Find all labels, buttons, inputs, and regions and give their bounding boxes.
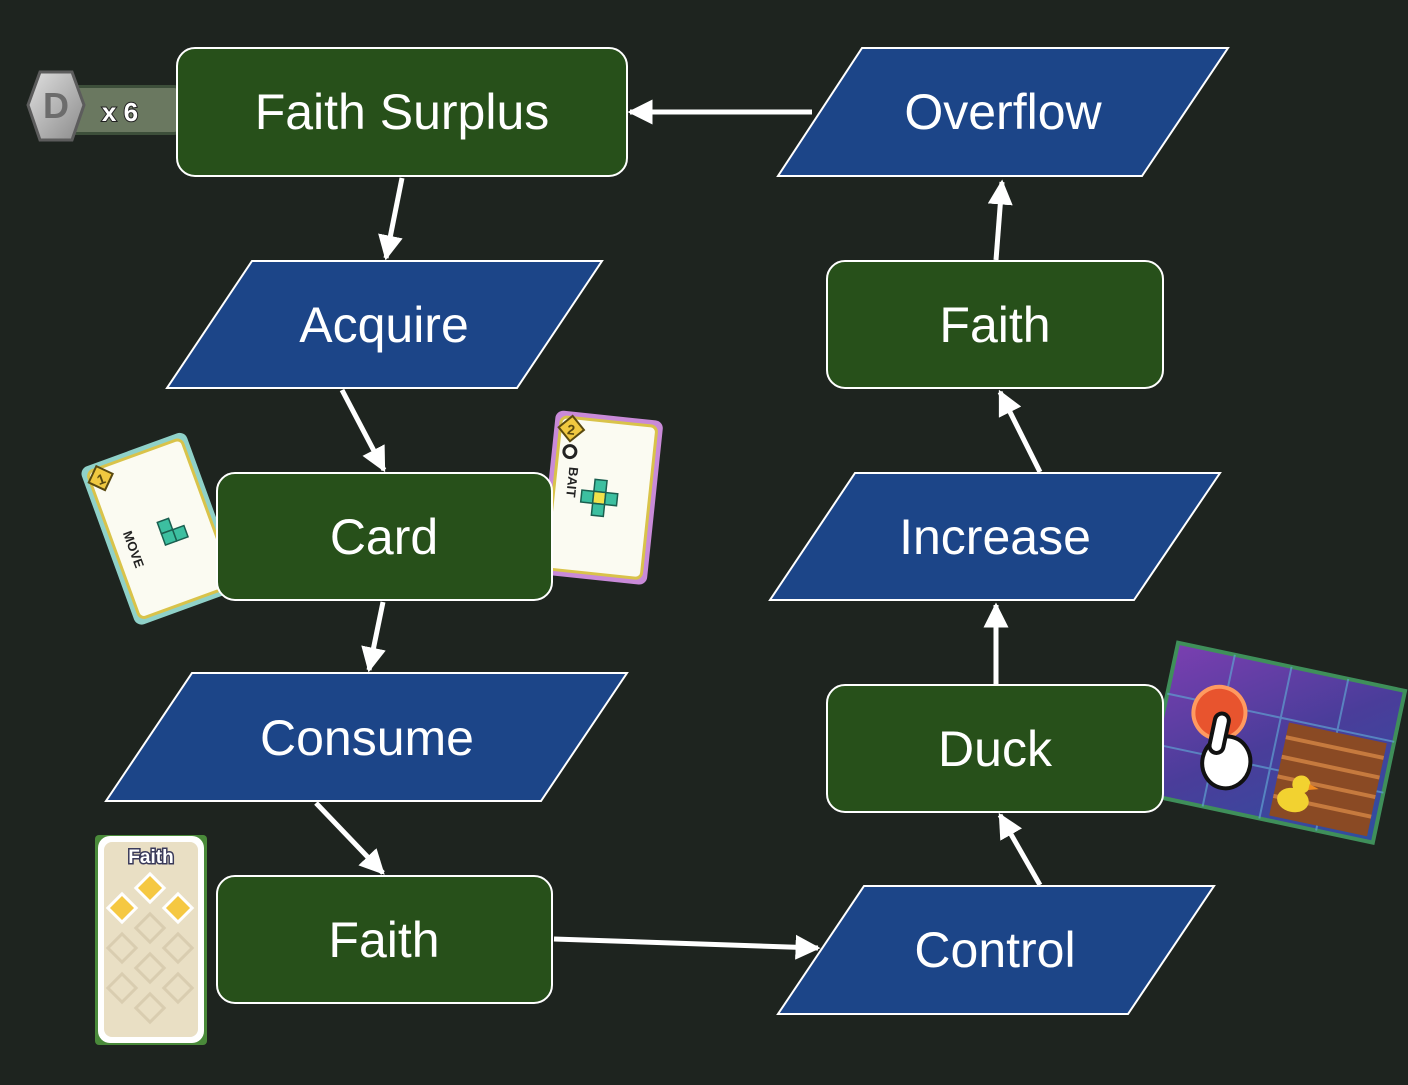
duck-icon [1277, 775, 1319, 813]
arrow-faith-to-overflow [987, 179, 1013, 261]
node-overflow: Overflow [776, 47, 1230, 177]
node-card: Card [216, 472, 553, 601]
node-increase: Increase [768, 472, 1222, 601]
arrow-faith-surplus-to-acquire [378, 177, 405, 261]
arrow-consume-to-faith [314, 801, 385, 875]
node-faith-bottom: Faith [216, 875, 553, 1004]
node-card-label: Card [330, 509, 438, 565]
coin-count: x 6 [102, 97, 138, 127]
node-faith-surplus: Faith Surplus [176, 47, 628, 177]
arrow-card-to-consume [361, 601, 386, 673]
node-duck-label: Duck [938, 721, 1053, 777]
node-control: Control [776, 885, 1216, 1015]
node-control-label: Control [914, 922, 1075, 978]
faith-card-image: Faith [95, 835, 207, 1045]
svg-text:D: D [43, 85, 69, 126]
move-card-image: 1 MOVE [81, 432, 240, 625]
node-consume: Consume [104, 672, 629, 802]
node-acquire: Acquire [165, 260, 604, 389]
node-consume-label: Consume [260, 710, 474, 766]
bait-card-cost: 2 [566, 421, 576, 438]
arrow-control-to-duck [997, 812, 1043, 887]
node-overflow-label: Overflow [904, 84, 1102, 140]
arrow-faith-to-control [553, 934, 821, 960]
duck-board-image [1143, 640, 1408, 845]
node-faith-bottom-label: Faith [328, 912, 439, 968]
node-faith-top: Faith [826, 260, 1164, 389]
arrow-increase-to-faith [997, 389, 1043, 474]
connectors [314, 99, 1043, 960]
bait-card-label: BAIT [563, 466, 581, 498]
faith-card-title: Faith [128, 847, 173, 868]
node-duck: Duck [826, 684, 1164, 813]
node-faith-top-label: Faith [939, 297, 1050, 353]
arrow-acquire-to-card [339, 388, 387, 473]
node-faith-surplus-label: Faith Surplus [255, 84, 550, 140]
coin-icon: D [26, 70, 86, 142]
bait-card-image: 2 BAIT [539, 410, 663, 585]
coin-counter-image: D x 6 [26, 70, 180, 142]
node-increase-label: Increase [899, 509, 1091, 565]
pointing-hand-icon [1200, 711, 1253, 791]
node-acquire-label: Acquire [299, 297, 469, 353]
